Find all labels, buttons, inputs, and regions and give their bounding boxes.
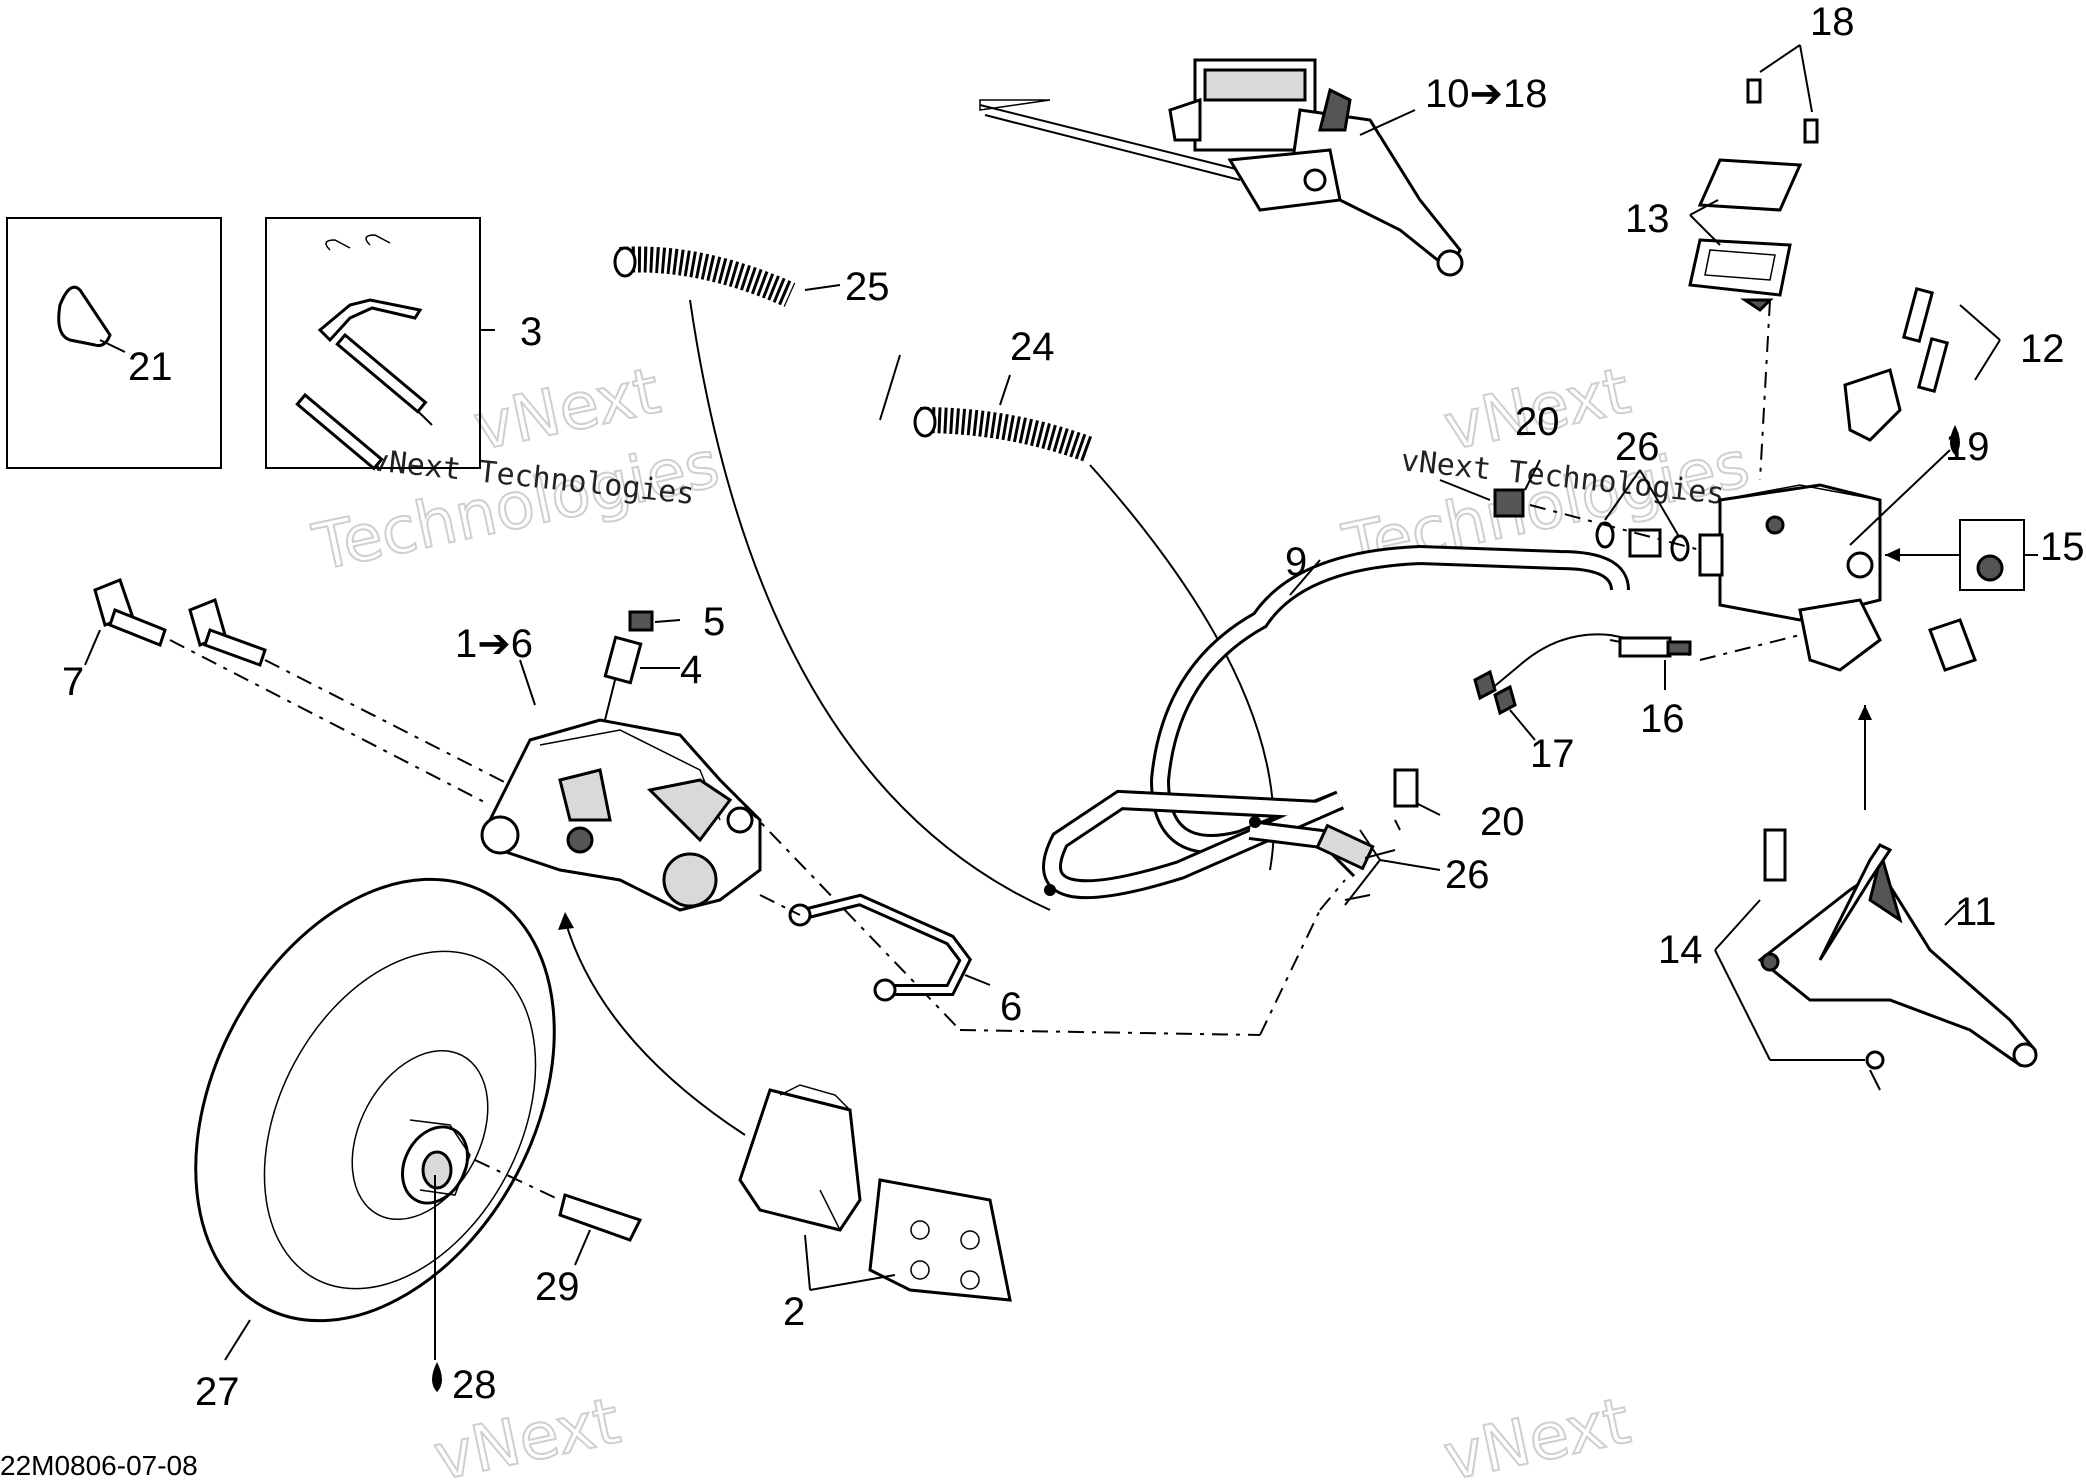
connector-17b: [1493, 684, 1517, 716]
callout-3: 3: [520, 310, 542, 354]
brake-disc: [194, 877, 561, 1361]
pin-14: [1763, 828, 1787, 882]
reservoir-cover: [1688, 44, 1819, 481]
pipe-6: [759, 893, 991, 1002]
callout-6: 6: [1000, 985, 1022, 1029]
pin-1: [335, 332, 428, 414]
callout-29: 29: [535, 1265, 580, 1309]
hoses: [613, 246, 1275, 911]
callout-25: 25: [845, 265, 890, 309]
cover-plate: [1697, 158, 1803, 212]
washer-26b: [1670, 534, 1690, 562]
callout-4: 4: [680, 648, 702, 692]
cylinder-body: [1718, 483, 1882, 622]
clip-part-21: [57, 285, 112, 347]
brake-pads: [738, 1084, 1012, 1302]
leader-lines: [519, 354, 1491, 906]
bolt-7b: [203, 628, 267, 667]
watermarks: vNext Technologies vNext Technologies vN…: [306, 353, 1757, 1480]
brake-switch: [1473, 633, 1801, 741]
callout-14: 14: [1658, 928, 1703, 972]
callout-12: 12: [2020, 327, 2065, 371]
lubricant-icons: [432, 425, 1960, 1392]
bleeder-4: [603, 635, 643, 685]
clamp: [1843, 368, 1902, 442]
callout-11: 11: [1955, 890, 1997, 934]
box-part-3: [265, 217, 495, 471]
banjo-bolt-20a: [1493, 488, 1525, 518]
cap-5: [628, 610, 654, 632]
callout-28: 28: [452, 1363, 497, 1407]
switch-16: [1618, 636, 1672, 658]
banjo-bolt-20b: [1393, 768, 1419, 808]
callout-17: 17: [1530, 732, 1575, 776]
nut-14: [1865, 1050, 1885, 1070]
callout-20a: 20: [1515, 400, 1560, 444]
clamp-bolts: [1843, 286, 2001, 442]
banjo-upper: [1493, 459, 1701, 562]
callout-24: 24: [1010, 325, 1055, 369]
washer-26a: [1595, 521, 1615, 549]
drop-icon-19: [1950, 425, 1960, 455]
callout-15: 15: [2040, 525, 2085, 569]
spring-clip: [317, 298, 423, 343]
callout-26a: 26: [1615, 425, 1660, 469]
callout-2: 2: [783, 1290, 805, 1334]
callout-26b: 26: [1445, 853, 1490, 897]
master-cylinder-assembly: [979, 58, 1464, 277]
pad-2b: [868, 1178, 1012, 1302]
callout-18: 18: [1810, 0, 1855, 44]
callout-1-6: 1➔6: [455, 622, 533, 666]
bolt-12a: [1901, 286, 1935, 344]
caliper-bolts: [84, 578, 521, 806]
arrow-pads-to-caliper: [558, 912, 746, 1136]
bolt-7a: [108, 608, 167, 647]
disc-27: [194, 877, 556, 1323]
bleeder: [603, 610, 681, 721]
master-cylinder-body: [1698, 449, 1951, 672]
callout-27: 27: [195, 1370, 240, 1414]
diagram-code: 22M0806-07-08: [0, 1450, 198, 1480]
callouts: 18 10➔18 13 12 19 15 25 21 3 24 20 26 9 …: [62, 0, 2085, 1414]
part-15-cap: [1885, 519, 2038, 672]
bolt-12b: [1916, 336, 1950, 394]
drop-icon-28: [432, 1362, 442, 1392]
brake-line-9: [1042, 544, 1630, 900]
brake-lever-lower: [1714, 705, 2038, 1091]
diaphragm: [1688, 238, 1792, 297]
pad-2a: [738, 1088, 862, 1232]
box-part-21: [6, 217, 222, 469]
callout-5: 5: [703, 600, 725, 644]
callout-20b: 20: [1480, 800, 1525, 844]
screw-2: [1803, 118, 1819, 144]
cotter-pin-2: [365, 234, 391, 246]
callout-16: 16: [1640, 697, 1685, 741]
connector-17a: [1473, 669, 1497, 701]
callout-9: 9: [1285, 540, 1307, 584]
pin-2: [295, 392, 384, 471]
watermark-vnext-bottom-right: vNext: [1438, 1384, 1636, 1480]
callout-7: 7: [62, 660, 84, 704]
cotter-pin-1: [325, 239, 351, 251]
callout-13: 13: [1625, 197, 1670, 241]
boot: [1928, 618, 1977, 672]
key-29: [558, 1193, 643, 1266]
callout-10-18: 10➔18: [1425, 72, 1548, 116]
callout-21: 21: [128, 345, 173, 389]
screw-1: [1746, 78, 1762, 104]
